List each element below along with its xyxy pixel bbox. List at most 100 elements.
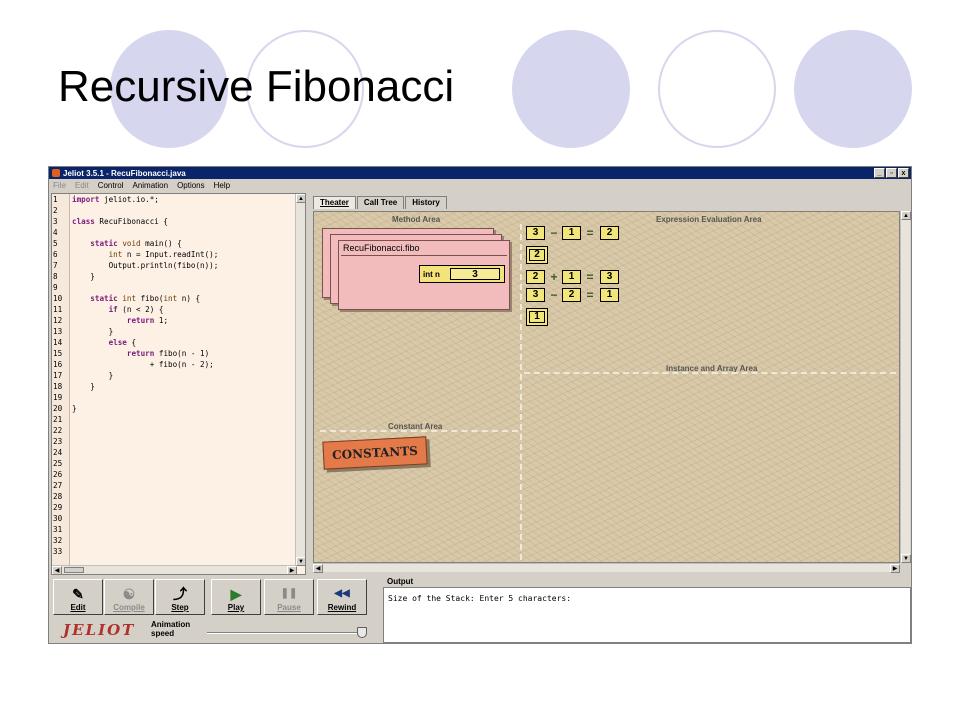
variable-value: 3 (450, 268, 500, 280)
menu-options[interactable]: Options (177, 180, 205, 190)
theater-scroll-up-icon[interactable]: ▲ (901, 211, 911, 220)
line-number: 3 (53, 217, 58, 226)
play-button[interactable]: ▶ Play (211, 579, 261, 615)
line-number: 25 (53, 459, 63, 468)
code-line: 21 (52, 414, 72, 425)
window-controls: _ ▫ x (874, 168, 909, 178)
scroll-up-arrow-icon[interactable]: ▲ (296, 194, 305, 203)
menu-bar: File Edit Control Animation Options Help (49, 179, 911, 191)
code-line: 18 } (52, 381, 95, 392)
code-text: } (72, 371, 114, 380)
decor-circle-2 (246, 30, 364, 148)
line-number: 22 (53, 426, 63, 435)
pause-button[interactable]: ❚❚ Pause (264, 579, 314, 615)
code-line: 9 (52, 282, 72, 293)
expr-value-5: 1 (526, 308, 548, 326)
restore-button[interactable]: ▫ (886, 168, 897, 178)
code-line: 7 Output.println(fibo(n)); (52, 260, 218, 271)
code-line: 30 (52, 513, 72, 524)
line-number: 5 (53, 239, 58, 248)
animation-speed-track[interactable] (207, 632, 363, 634)
decor-circle-1 (110, 30, 228, 148)
code-line: 31 (52, 524, 72, 535)
step-button[interactable]: ⤴ Step (155, 579, 205, 615)
expr-1-equals-icon: = (586, 226, 594, 240)
line-number-gutter (52, 194, 70, 574)
scroll-down-arrow-icon[interactable]: ▼ (296, 557, 305, 566)
code-horizontal-scrollbar[interactable]: ◀ ▶ (52, 565, 297, 574)
line-number: 21 (53, 415, 63, 424)
expr-1-left: 3 (526, 226, 545, 240)
tab-history[interactable]: History (405, 196, 447, 209)
compile-button[interactable]: ☯ Compile (104, 579, 154, 615)
rewind-button[interactable]: ◀◀ Rewind (317, 579, 367, 615)
expr-1-minus-icon: − (550, 226, 558, 240)
output-console[interactable]: Size of the Stack: Enter 5 characters: (383, 587, 911, 643)
menu-control[interactable]: Control (97, 180, 124, 190)
line-number: 15 (53, 349, 63, 358)
menu-animation[interactable]: Animation (132, 180, 169, 190)
code-line: 26 (52, 469, 72, 480)
code-line: 32 (52, 535, 72, 546)
code-text: int n = Input.readInt(); (108, 250, 219, 259)
scroll-right-arrow-icon[interactable]: ▶ (287, 566, 297, 574)
line-number: 27 (53, 481, 63, 490)
expr-1-right: 1 (562, 226, 581, 240)
code-text: class RecuFibonacci { (72, 217, 169, 226)
rewind-icon: ◀◀ (334, 588, 350, 599)
window-titlebar[interactable]: Jeliot 3.5.1 - RecuFibonacci.java _ ▫ x (49, 167, 911, 179)
code-text: import jeliot.io.*; (72, 195, 159, 204)
code-line: 24 (52, 447, 72, 458)
expr-4-equals-icon: = (586, 288, 594, 302)
method-area-label: Method Area (392, 215, 441, 224)
animation-speed-slider[interactable] (357, 627, 367, 638)
tab-call-tree[interactable]: Call Tree (356, 196, 405, 209)
line-number: 14 (53, 338, 63, 347)
code-text: static void main() { (90, 239, 182, 248)
theater-scroll-right-icon[interactable]: ▶ (890, 564, 900, 573)
close-button[interactable]: x (898, 168, 909, 178)
expression-area-label: Expression Evaluation Area (656, 215, 762, 224)
scroll-left-arrow-icon[interactable]: ◀ (52, 566, 62, 574)
code-text: static int fibo(int n) { (90, 294, 201, 303)
line-number: 13 (53, 327, 63, 336)
constant-area-label: Constant Area (388, 422, 443, 431)
line-number: 32 (53, 536, 63, 545)
line-number: 30 (53, 514, 63, 523)
code-text: return 1; (126, 316, 169, 325)
theater-vertical-scrollbar[interactable]: ▲ ▼ (900, 211, 911, 563)
code-line: 6 int n = Input.readInt(); (52, 249, 218, 260)
code-vertical-scrollbar[interactable]: ▲ ▼ (295, 194, 305, 566)
minimize-button[interactable]: _ (874, 168, 885, 178)
decor-circle-4 (658, 30, 776, 148)
code-line: 25 (52, 458, 72, 469)
jeliot-app-icon (52, 169, 60, 177)
edit-button[interactable]: ✎ Edit (53, 579, 103, 615)
compile-icon: ☯ (122, 586, 136, 602)
expr-4-minus-icon: − (550, 288, 558, 302)
menu-help[interactable]: Help (213, 180, 231, 190)
menu-edit[interactable]: Edit (74, 180, 89, 190)
code-line: 19 (52, 392, 72, 403)
expr-4-result: 1 (600, 288, 619, 302)
tab-theater[interactable]: Theater (313, 196, 356, 209)
theater-horizontal-scrollbar[interactable]: ◀ ▶ (313, 563, 900, 573)
variable-label: int n (423, 269, 440, 279)
line-number: 10 (53, 294, 63, 303)
theater-scroll-down-icon[interactable]: ▼ (901, 554, 911, 563)
line-number: 8 (53, 272, 58, 281)
theater-scroll-left-icon[interactable]: ◀ (313, 564, 323, 573)
code-line: 12 return 1; (52, 315, 168, 326)
instance-area-label: Instance and Array Area (666, 364, 758, 373)
area-divider-vertical (520, 224, 522, 560)
code-line: 27 (52, 480, 72, 491)
expr-3-right: 1 (562, 270, 581, 284)
code-text: if (n < 2) { (108, 305, 164, 314)
code-line: 13 } (52, 326, 113, 337)
code-text: + fibo(n - 2); (72, 360, 214, 369)
line-number: 11 (53, 305, 63, 314)
menu-file[interactable]: File (53, 180, 66, 190)
code-text: Output.println(fibo(n)); (72, 261, 219, 270)
code-hscroll-thumb[interactable] (64, 567, 84, 573)
